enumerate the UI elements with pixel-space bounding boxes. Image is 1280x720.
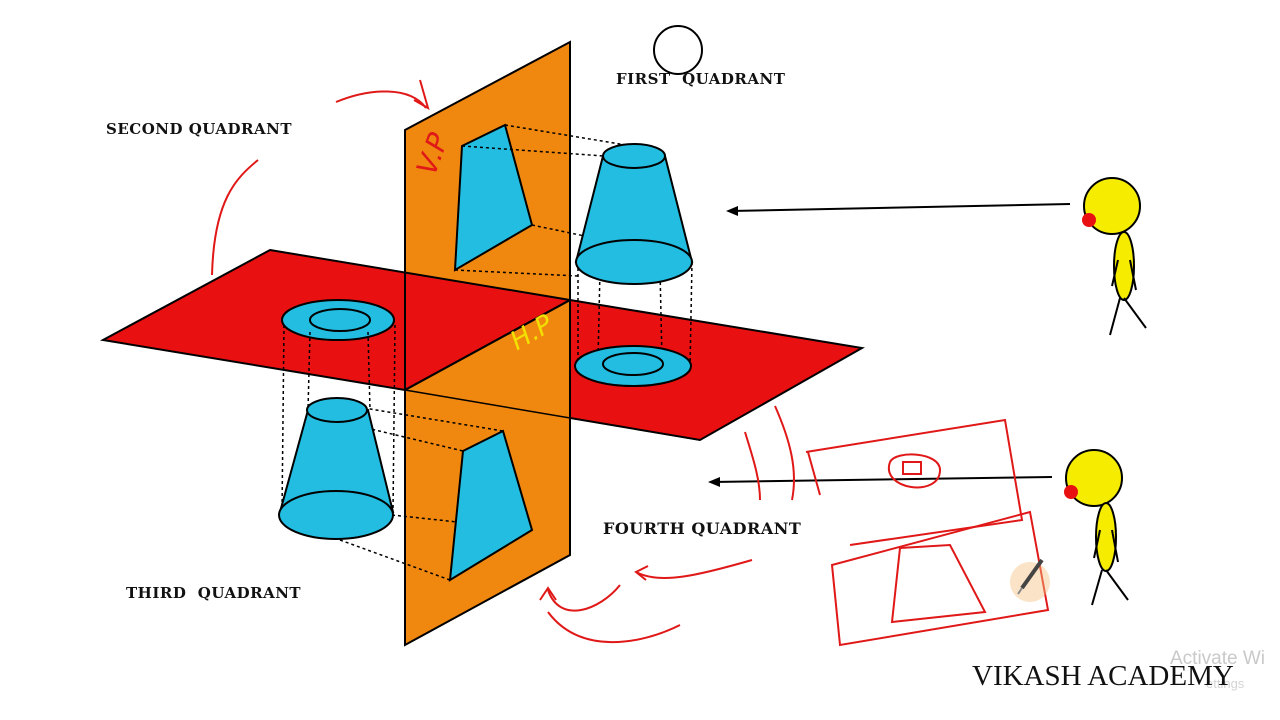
observer-bottom-icon bbox=[708, 449, 1129, 606]
third-quadrant-frustum bbox=[278, 397, 395, 540]
third-quadrant-label: THIRD QUADRANT bbox=[126, 584, 302, 602]
brand-name: VIKASH ACADEMY bbox=[972, 660, 1234, 692]
activation-watermark-line2: ettings bbox=[1206, 676, 1245, 691]
second-quadrant-top-view bbox=[281, 299, 395, 341]
first-quadrant-frustum bbox=[574, 143, 694, 285]
fourth-quadrant-annotations bbox=[539, 405, 1050, 647]
first-quadrant-label: FIRST QUADRANT bbox=[616, 70, 786, 88]
direction-circle bbox=[653, 25, 703, 75]
first-quadrant-top-view bbox=[574, 345, 692, 387]
observer-top-icon bbox=[726, 177, 1147, 336]
third-quadrant-front-view bbox=[448, 429, 534, 582]
pen-icon bbox=[1010, 558, 1050, 602]
second-quadrant-label: SECOND QUADRANT bbox=[106, 120, 293, 138]
activation-watermark-line1: Activate Wi bbox=[1170, 648, 1266, 669]
second-quadrant-rotation-arrow bbox=[211, 79, 430, 276]
fourth-quadrant-label: FOURTH QUADRANT bbox=[603, 519, 802, 538]
